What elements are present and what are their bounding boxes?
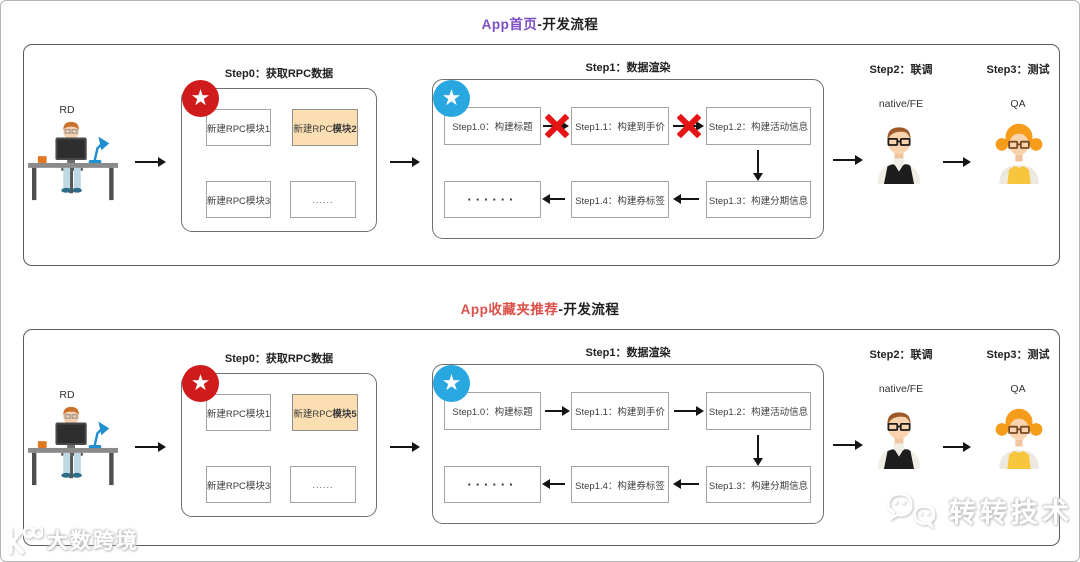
arrow-step10-to-step11 (545, 405, 570, 416)
flow1-step1-1-box: Step1.1：构建到手价 (571, 107, 669, 145)
arrow-step14-to-ellipsis (542, 478, 565, 489)
flow1-step1-3-box: Step1.3：构建分期信息 (706, 181, 811, 218)
flow2-step3-heading: Step3：测试 (986, 349, 1050, 361)
rd-developer-desk-illustration (25, 403, 125, 489)
male-developer-icon (877, 412, 921, 469)
arrow-step1-to-step2 (833, 439, 863, 450)
flow1-rpc-module-1: 新建RPC模块1 (206, 109, 271, 146)
flow1-step1-ellipsis-box: ······ (444, 181, 541, 218)
red-star-badge: ★ (182, 80, 219, 117)
ellipsis-text: ······ (467, 477, 518, 492)
flow1-rd-label: RD (59, 104, 75, 116)
flow1-rpc-module-ellipsis: ...... (290, 181, 356, 218)
dashukuajing-logo-icon (8, 526, 43, 555)
watermark-left-text: 大数跨境 (47, 530, 139, 553)
developer-at-desk-icon (28, 406, 118, 486)
rd-developer-desk-illustration (25, 118, 125, 204)
flow2-step1-heading: Step1：数据渲染 (585, 347, 671, 359)
flow2-rpc-module-ellipsis: ...... (290, 466, 356, 503)
flow1-title-accent: App首页 (481, 17, 538, 32)
arrow-step12-to-step13 (752, 435, 763, 466)
module2-prefix: 新建RPC (293, 123, 333, 135)
flow1-step2-role: native/FE (878, 98, 924, 110)
flow2-title-accent: App收藏夹推荐 (460, 302, 559, 317)
arrow-step13-to-step14 (673, 193, 699, 204)
native-fe-avatar (872, 407, 926, 469)
female-tester-icon (995, 408, 1043, 469)
blocked-x-icon (543, 112, 570, 139)
star-icon: ★ (190, 84, 211, 110)
flow2-rpc-module-3: 新建RPC模块3 (206, 466, 271, 503)
flow1-rpc-module-3: 新建RPC模块3 (206, 181, 271, 218)
module2-bold: 模块2 (332, 123, 357, 135)
flow2-step1-ellipsis-box: ······ (444, 466, 541, 503)
blocked-x-icon (675, 112, 702, 139)
blue-star-badge: ★ (433, 80, 470, 117)
arrow-step14-to-ellipsis (542, 193, 565, 204)
watermark-right-text: 转转技术 (949, 497, 1073, 528)
flow2-step2-heading: Step2：联调 (869, 349, 933, 361)
module2-bold: 模块5 (332, 408, 357, 420)
female-tester-icon (995, 123, 1043, 184)
flow1-title: App首页-开发流程 (1, 13, 1079, 33)
flow2-step2-role: native/FE (878, 383, 924, 395)
blue-star-badge: ★ (433, 365, 470, 402)
arrow-step13-to-step14 (673, 478, 699, 489)
flow1-step1-2-box: Step1.2：构建活动信息 (706, 107, 811, 145)
arrow-step0-to-step1 (390, 441, 420, 452)
flow1-title-suffix: -开发流程 (537, 17, 599, 32)
arrow-rd-to-step0 (135, 156, 166, 167)
flow2-rd-label: RD (59, 389, 75, 401)
flow2-step3-role: QA (1010, 383, 1026, 395)
star-icon: ★ (441, 369, 462, 395)
module2-prefix: 新建RPC (293, 408, 333, 420)
ellipsis-text: ...... (312, 194, 334, 205)
chat-bubbles-icon (887, 492, 936, 529)
flow2-step1-2-box: Step1.2：构建活动信息 (706, 392, 811, 430)
flow2-step1-3-box: Step1.3：构建分期信息 (706, 466, 811, 503)
red-star-badge: ★ (182, 365, 219, 402)
arrow-step0-to-step1 (390, 156, 420, 167)
flow2-rpc-module-1: 新建RPC模块1 (206, 394, 271, 431)
flow1-step2-heading: Step2：联调 (869, 64, 933, 76)
developer-at-desk-icon (28, 121, 118, 201)
flow2-title: App收藏夹推荐-开发流程 (1, 298, 1079, 318)
flow2-step0-heading: Step0：获取RPC数据 (224, 353, 334, 365)
flow2-step1-1-box: Step1.1：构建到手价 (571, 392, 669, 430)
flow1-step1-4-box: Step1.4：构建券标签 (571, 181, 669, 218)
arrow-step11-to-step12 (674, 405, 704, 416)
native-fe-avatar (872, 122, 926, 184)
ellipsis-text: ...... (312, 479, 334, 490)
flow1-step0-heading: Step0：获取RPC数据 (224, 68, 334, 80)
arrow-step1-to-step2 (833, 154, 863, 165)
star-icon: ★ (190, 369, 211, 395)
flow1-step1-heading: Step1：数据渲染 (585, 62, 671, 74)
flow2-step1-4-box: Step1.4：构建券标签 (571, 466, 669, 503)
male-developer-icon (877, 127, 921, 184)
arrow-step12-to-step13 (752, 150, 763, 181)
watermark-dashukuajing: 大数跨境 (5, 523, 139, 557)
flow1-step3-heading: Step3：测试 (986, 64, 1050, 76)
arrow-step2-to-step3 (943, 441, 971, 452)
qa-avatar (992, 121, 1046, 184)
flow2-title-suffix: -开发流程 (558, 302, 620, 317)
watermark-zhuanzhuan-tech: 转转技术 (885, 489, 1073, 531)
arrow-step2-to-step3 (943, 156, 971, 167)
star-icon: ★ (441, 84, 462, 110)
ellipsis-text: ······ (467, 192, 518, 207)
flow1-step3-role: QA (1010, 98, 1026, 110)
arrow-rd-to-step0 (135, 441, 166, 452)
qa-avatar (992, 406, 1046, 469)
